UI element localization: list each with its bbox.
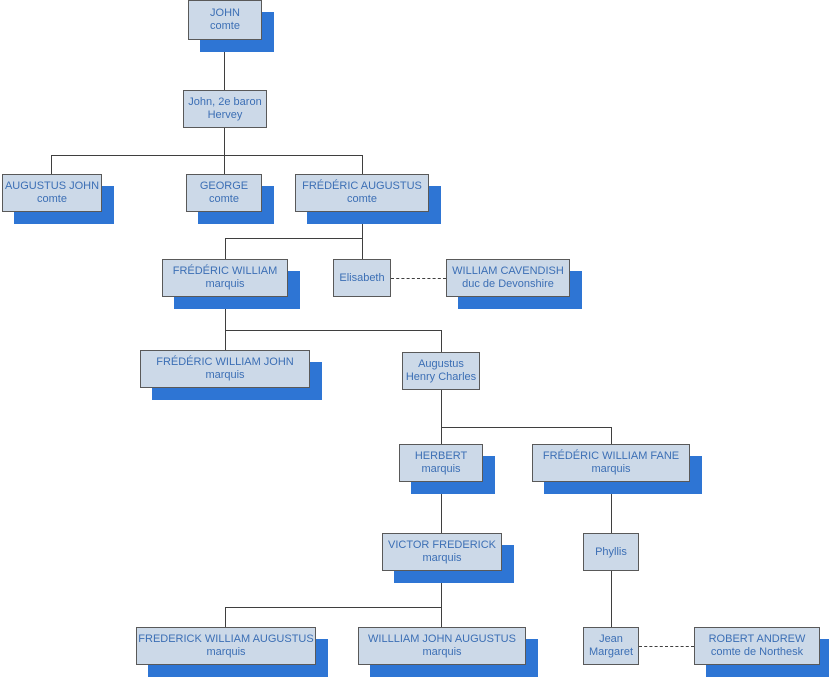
connector-bus-generation4 (225, 238, 362, 239)
marriage-line-elisabeth-cavendish (391, 278, 446, 279)
node-name: AUGUSTUS JOHN (4, 180, 100, 192)
node-title: marquis (422, 646, 462, 658)
connector-bus-to-fredwilljohn (225, 330, 226, 350)
connector-victorfred-down (441, 571, 442, 607)
node-title: Margaret (588, 646, 634, 658)
node-william-cavendish[interactable]: WILLIAM CAVENDISH duc de Devonshire (446, 259, 570, 297)
node-title: comte (209, 193, 239, 205)
node-name: WILLIAM CAVENDISH (452, 265, 564, 277)
node-name: Elisabeth (339, 271, 385, 284)
connector-bus-to-fredwill (225, 238, 226, 259)
connector-bus-generation5 (225, 330, 441, 331)
connector-bus-to-herbert (441, 427, 442, 444)
node-name: Jean (599, 633, 623, 645)
connector-bus-to-augheny (441, 330, 442, 352)
node-title: Henry Charles (405, 371, 477, 383)
node-title: comte (37, 193, 67, 205)
connector-bus-to-willliamja (441, 607, 442, 627)
node-name: John, 2e baron (188, 96, 262, 108)
node-jean-margaret[interactable]: Jean Margaret (583, 627, 639, 665)
connector-phyllis-to-jeanmargaret (611, 571, 612, 627)
connector-bus-to-frederickwa (225, 607, 226, 627)
connector-fredwillfane-to-phyllis (611, 482, 612, 533)
connector-bus-to-fredaug (362, 155, 363, 174)
node-name: FRÉDÉRIC WILLIAM (172, 265, 278, 277)
node-name: GEORGE (199, 180, 249, 192)
node-victor-frederick[interactable]: VICTOR FREDERICK marquis (382, 533, 502, 571)
node-name: Augustus (418, 358, 464, 370)
node-willliam-john-augustus[interactable]: WILLLIAM JOHN AUGUSTUS marquis (358, 627, 526, 665)
connector-john2e-down (224, 128, 225, 155)
node-phyllis[interactable]: Phyllis (583, 533, 639, 571)
node-title: marquis (205, 278, 245, 290)
node-frederic-william-john[interactable]: FRÉDÉRIC WILLIAM JOHN marquis (140, 350, 310, 388)
node-elisabeth[interactable]: Elisabeth (333, 259, 391, 297)
connector-bus-to-fredwillfane (611, 427, 612, 444)
node-frederic-william[interactable]: FRÉDÉRIC WILLIAM marquis (162, 259, 288, 297)
connector-bus-generation6 (441, 427, 611, 428)
connector-bus-to-augustusjohn (51, 155, 52, 174)
node-title: marquis (591, 463, 631, 475)
marriage-line-jeanmargaret-robertandrew (639, 646, 694, 647)
node-name: FRÉDÉRIC WILLIAM JOHN (156, 356, 294, 368)
node-george[interactable]: GEORGE comte (186, 174, 262, 212)
node-name: FRÉDÉRIC WILLIAM FANE (542, 450, 680, 462)
connector-augheny-down (441, 390, 442, 427)
node-herbert[interactable]: HERBERT marquis (399, 444, 483, 482)
node-frederic-william-fane[interactable]: FRÉDÉRIC WILLIAM FANE marquis (532, 444, 690, 482)
node-name: HERBERT (414, 450, 468, 462)
node-name: Phyllis (595, 545, 627, 558)
node-title: comte (347, 193, 377, 205)
node-title: comte de Northesk (710, 646, 804, 658)
node-name: VICTOR FREDERICK (388, 539, 496, 551)
node-augustus-henry-charles[interactable]: Augustus Henry Charles (402, 352, 480, 390)
node-title: Hervey (207, 109, 243, 121)
connector-bus-generation8 (225, 607, 441, 608)
connector-john-to-john2e (224, 40, 225, 90)
node-title: marquis (421, 463, 461, 475)
node-name: FREDERICK WILLIAM AUGUSTUS (138, 633, 314, 645)
node-name: ROBERT ANDREW (708, 633, 806, 645)
node-name: JOHN (210, 7, 240, 19)
node-john-2e-baron-hervey[interactable]: John, 2e baron Hervey (183, 90, 267, 128)
connector-fredwill-down (225, 297, 226, 330)
node-title: marquis (205, 369, 245, 381)
node-frederic-augustus[interactable]: FRÉDÉRIC AUGUSTUS comte (295, 174, 429, 212)
node-john[interactable]: JOHN comte (188, 0, 262, 40)
node-name: FRÉDÉRIC AUGUSTUS (302, 180, 422, 192)
node-title: duc de Devonshire (462, 278, 554, 290)
connector-bus-to-elisabeth (362, 238, 363, 259)
connector-bus-generation3 (51, 155, 362, 156)
node-robert-andrew[interactable]: ROBERT ANDREW comte de Northesk (694, 627, 820, 665)
connector-herbert-to-victorfred (441, 482, 442, 533)
node-title: marquis (422, 552, 462, 564)
node-augustus-john[interactable]: AUGUSTUS JOHN comte (2, 174, 102, 212)
connector-bus-to-george (224, 155, 225, 174)
node-title: marquis (206, 646, 246, 658)
connector-fredaug-down (362, 212, 363, 238)
node-frederick-william-augustus[interactable]: FREDERICK WILLIAM AUGUSTUS marquis (136, 627, 316, 665)
node-name: WILLLIAM JOHN AUGUSTUS (368, 633, 516, 645)
node-title: comte (210, 20, 240, 32)
